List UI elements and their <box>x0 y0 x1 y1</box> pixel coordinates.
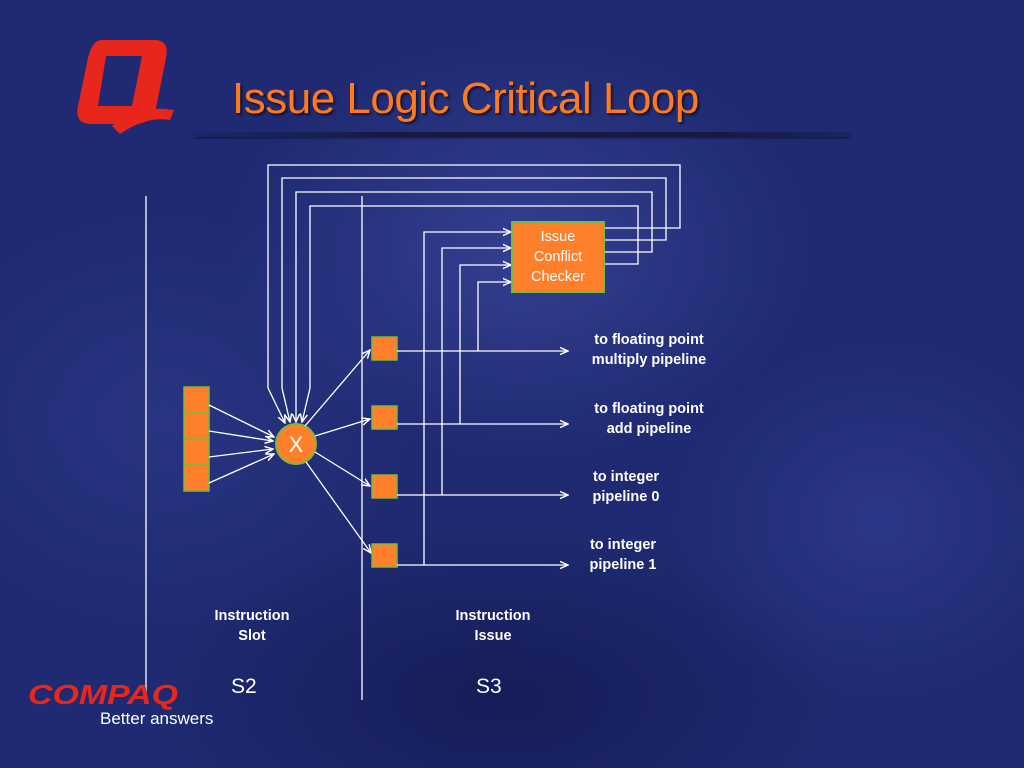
stage-label-line: Instruction <box>455 608 531 624</box>
crossbar-label: X <box>288 432 304 457</box>
output-label-line: to integer <box>592 469 660 485</box>
stage-label-line: Instruction <box>214 608 290 624</box>
crossbar-to-issue-arrows <box>304 350 371 553</box>
checker-input-lines <box>423 232 511 565</box>
issue-conflict-checker-label: Issue Conflict Checker <box>512 227 604 287</box>
tagline: Better answers <box>100 709 214 728</box>
output-label-line: to floating point <box>594 401 704 417</box>
pipeline-output-arrows <box>397 351 568 565</box>
checker-line-2: Conflict <box>533 249 583 265</box>
instruction-issue-boxes <box>371 336 398 568</box>
output-label-int-1: to integer pipeline 1 <box>563 535 683 575</box>
title-underline <box>195 132 850 137</box>
issue-conflict-checker-box <box>511 221 605 293</box>
instruction-slot-queue <box>183 386 210 492</box>
svg-text:COMPAQ: COMPAQ <box>28 679 178 710</box>
feedback-loop-lines <box>267 164 681 423</box>
slide-title: Issue Logic Critical Loop <box>232 74 699 123</box>
output-label-line: to integer <box>589 537 657 553</box>
output-label-line: pipeline 1 <box>589 557 657 573</box>
stage-label-instruction-issue: Instruction Issue <box>433 606 553 646</box>
crossbar-circle <box>275 423 317 465</box>
stage-label-line: Slot <box>238 628 266 644</box>
stage-id-s3: S3 <box>476 675 502 698</box>
compaq-wordmark-logo: COMPAQ <box>28 679 178 710</box>
output-label-line: to floating point <box>594 332 704 348</box>
checker-line-3: Checker <box>531 269 585 285</box>
output-label-fp-multiply: to floating point multiply pipeline <box>574 330 724 370</box>
checker-line-1: Issue <box>540 229 576 245</box>
output-label-line: add pipeline <box>606 421 692 437</box>
compaq-q-logo <box>77 40 174 134</box>
output-label-line: multiply pipeline <box>591 352 707 368</box>
stage-label-line: Issue <box>474 628 512 644</box>
queue-to-crossbar-arrows <box>208 404 274 484</box>
stage-id-s2: S2 <box>231 675 257 698</box>
output-label-int-0: to integer pipeline 0 <box>566 467 686 507</box>
stage-label-instruction-slot: Instruction Slot <box>192 606 312 646</box>
output-label-fp-add: to floating point add pipeline <box>574 399 724 439</box>
output-label-line: pipeline 0 <box>592 489 660 505</box>
